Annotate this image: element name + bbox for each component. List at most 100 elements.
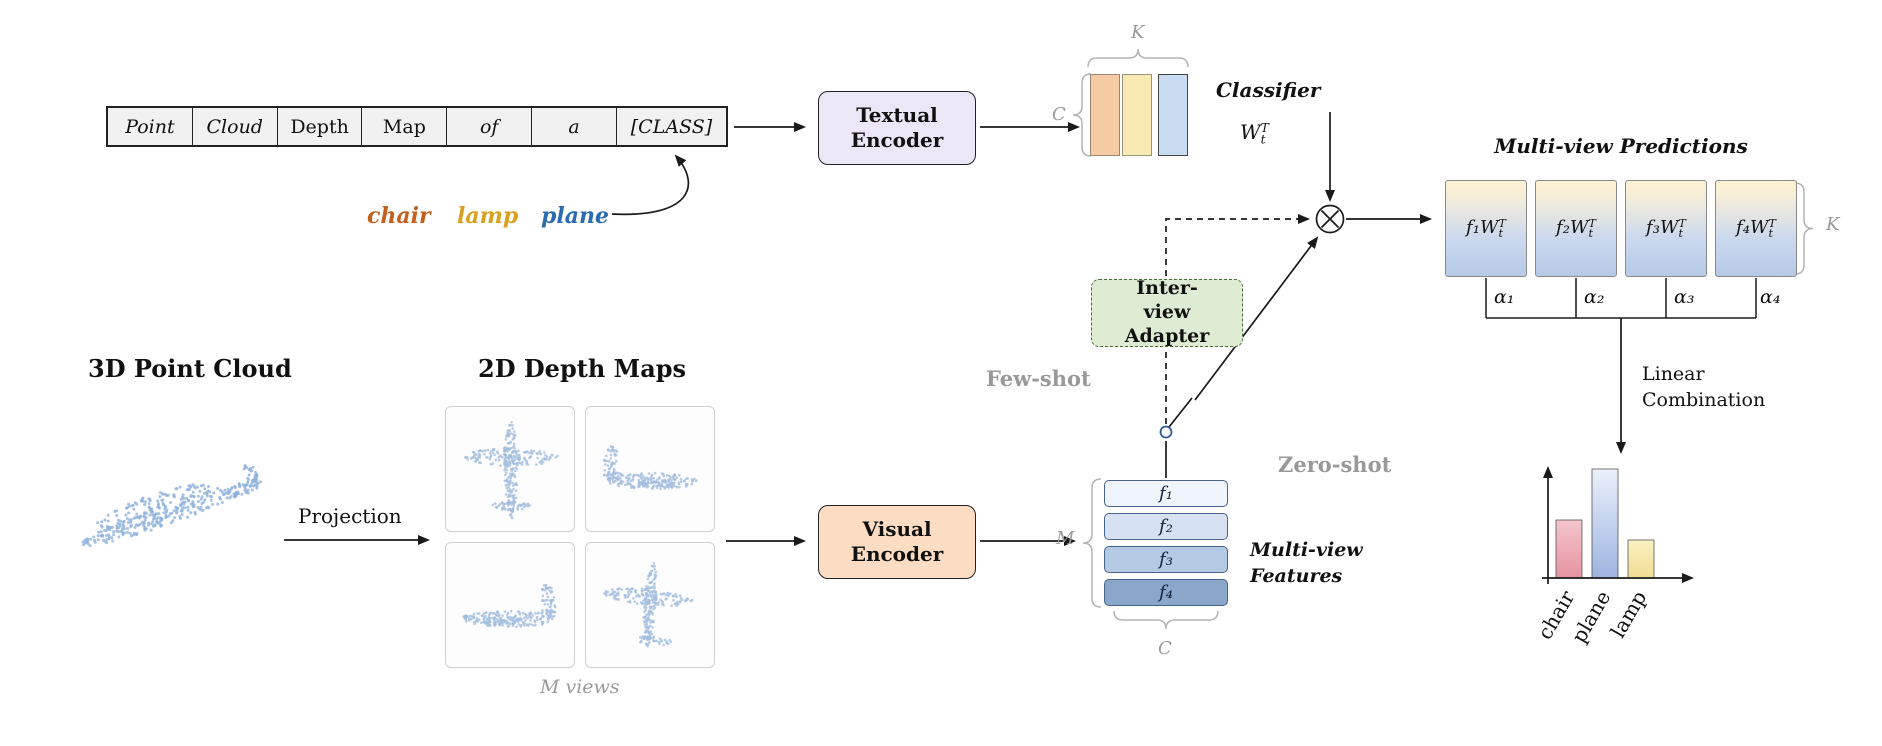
- class-word-lamp: lamp: [457, 203, 519, 229]
- point-cloud-airplane: [81, 464, 262, 548]
- w-sub: t: [1678, 227, 1683, 240]
- dimension-braces: [1072, 48, 1814, 630]
- alpha-2: α₂: [1584, 286, 1605, 308]
- dim-m-left: M: [1056, 528, 1075, 549]
- w-sup: T: [1260, 120, 1269, 136]
- depth-map-view-2: [585, 406, 715, 532]
- brace-k-top: [1087, 48, 1189, 68]
- f-term: f₃: [1646, 217, 1660, 239]
- textual-encoder-label: Textual Encoder: [850, 103, 944, 152]
- prediction-boxes: f₁WtT f₂WtT f₃WtT f₄WtT: [1445, 180, 1797, 277]
- w-base: W: [1749, 217, 1769, 239]
- bar-chair: [1555, 519, 1583, 579]
- switch-node: [1159, 425, 1173, 439]
- w-base: W: [1659, 217, 1679, 239]
- dim-c-left: C: [1052, 104, 1066, 125]
- solid-arrows: [284, 112, 1757, 546]
- bar-plane: [1591, 468, 1619, 579]
- multiply-symbol: [1315, 204, 1345, 234]
- dashed-few-shot-path: [1165, 214, 1310, 424]
- multiview-predictions-title: Multi-view Predictions: [1494, 134, 1748, 158]
- depth-map-image-4: [603, 562, 694, 648]
- f-term: f₂: [1556, 217, 1570, 239]
- w-sup: T: [1678, 216, 1686, 230]
- depth-map-image-2: [602, 445, 698, 491]
- prediction-box-3: f₃WtT: [1625, 180, 1707, 277]
- w-sub: t: [1768, 227, 1773, 240]
- dim-k-top: K: [1131, 22, 1145, 43]
- classifier-weights-symbol: WtT: [1240, 120, 1269, 146]
- depth-map-view-4: [585, 542, 715, 668]
- arrow-zero-shot-path: [1194, 236, 1319, 401]
- alpha-1: α₁: [1494, 286, 1515, 308]
- prompt-cell: Depth: [278, 108, 363, 145]
- visual-encoder-label: Visual Encoder: [850, 517, 944, 566]
- classifier-column-chair: [1090, 74, 1120, 156]
- w-base: W: [1569, 217, 1589, 239]
- linear-combination-label: Linear Combination: [1642, 363, 1766, 411]
- prompt-cell: Map: [362, 108, 448, 145]
- depth-maps-title: 2D Depth Maps: [478, 354, 687, 383]
- prompt-cell: a: [532, 108, 617, 145]
- depth-map-grid: [445, 406, 715, 668]
- text-prompt-table: Point Cloud Depth Map of a [CLASS]: [106, 106, 728, 147]
- bar-lamp: [1627, 539, 1655, 579]
- w-sub: t: [1588, 227, 1593, 240]
- depth-map-view-1: [445, 406, 575, 532]
- w-sub: t: [1260, 131, 1266, 147]
- class-word-chair: chair: [367, 203, 431, 229]
- w-sup: T: [1768, 216, 1776, 230]
- classifier-weight-columns: [1090, 74, 1188, 156]
- dim-k-right: K: [1826, 214, 1840, 235]
- score-bar-chart: chair plane lamp: [1533, 466, 1694, 647]
- switch-lever: [1168, 397, 1193, 428]
- prediction-weight-comb: [1485, 278, 1757, 319]
- brace-c-left: [1072, 73, 1092, 157]
- inter-view-adapter-label: Inter-view Adapter: [1124, 277, 1210, 347]
- classifier-column-lamp: [1122, 74, 1152, 156]
- alpha-3: α₃: [1674, 286, 1695, 308]
- prompt-cell: Point: [108, 108, 193, 145]
- w-sub: t: [1498, 227, 1503, 240]
- class-word-plane: plane: [541, 203, 609, 229]
- dim-c-bottom: C: [1158, 638, 1172, 659]
- w-base: W: [1479, 217, 1499, 239]
- brace-m-left: [1082, 478, 1102, 608]
- prompt-cell-class-token: [CLASS]: [630, 115, 713, 138]
- few-shot-label: Few-shot: [986, 366, 1091, 391]
- f-term: f₁: [1466, 217, 1480, 239]
- textual-encoder-box: Textual Encoder: [818, 91, 976, 165]
- feature-row-f1: f₁: [1104, 480, 1228, 507]
- depth-map-view-3: [445, 542, 575, 668]
- alpha-4: α₄: [1760, 286, 1781, 308]
- dashed-adapter-to-multiply: [1165, 214, 1310, 276]
- chart-label-lamp: lamp: [1605, 587, 1651, 642]
- prompt-cell: Cloud: [193, 108, 278, 145]
- visual-encoder-box: Visual Encoder: [818, 505, 976, 579]
- classifier-column-plane: [1158, 74, 1188, 156]
- feature-row-f3: f₃: [1104, 546, 1228, 573]
- zero-shot-label: Zero-shot: [1278, 452, 1392, 477]
- w-sup: T: [1498, 216, 1506, 230]
- depth-map-image-1: [463, 421, 559, 520]
- prediction-box-2: f₂WtT: [1535, 180, 1617, 277]
- f-term: f₄: [1736, 217, 1750, 239]
- w-sup: T: [1588, 216, 1596, 230]
- m-views-label: M views: [540, 676, 620, 698]
- point-cloud-title: 3D Point Cloud: [88, 354, 292, 383]
- prompt-cell: of: [447, 108, 533, 145]
- brace-k-right: [1794, 182, 1814, 275]
- prediction-box-4: f₄WtT: [1715, 180, 1797, 277]
- feature-row-f2: f₂: [1104, 513, 1228, 540]
- feature-row-f4: f₄: [1104, 579, 1228, 606]
- multiply-cross: [1320, 209, 1340, 229]
- classifier-label: Classifier: [1216, 78, 1321, 102]
- arrow-class-word-to-prompt: [611, 154, 690, 216]
- projection-label: Projection: [298, 504, 402, 528]
- prediction-box-1: f₁WtT: [1445, 180, 1527, 277]
- inter-view-adapter-box: Inter-view Adapter: [1091, 277, 1243, 347]
- w-base: W: [1240, 120, 1261, 144]
- multiview-features-title: Multi-view Features: [1250, 539, 1363, 587]
